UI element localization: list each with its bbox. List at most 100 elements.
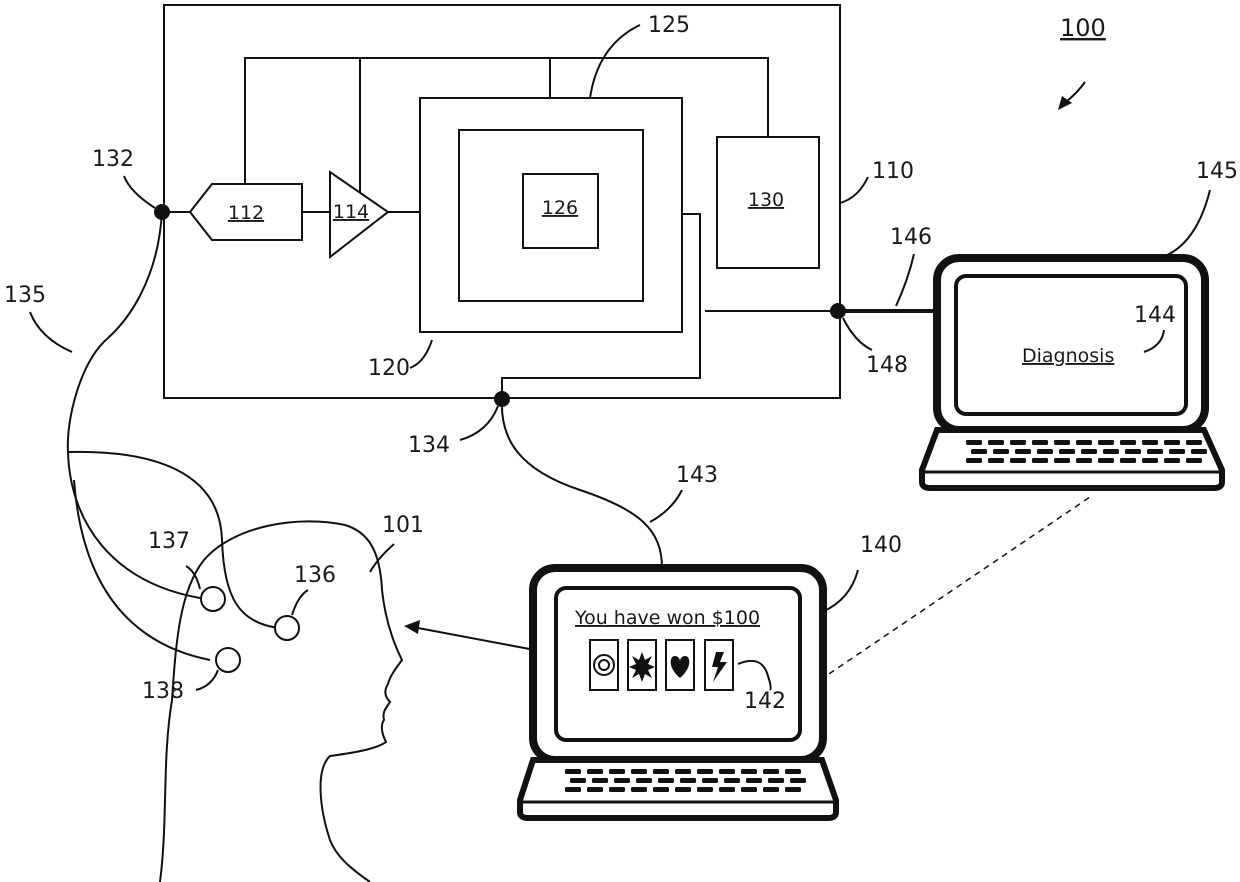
ref-134: 134 <box>408 433 450 458</box>
keyboard-key <box>790 778 806 783</box>
keyboard-key <box>1010 458 1026 463</box>
keyboard-key <box>592 778 608 783</box>
keyboard-key <box>988 440 1004 445</box>
keyboard-key <box>993 449 1009 454</box>
ref-136: 136 <box>294 563 336 588</box>
block-126-label: 126 <box>542 197 578 219</box>
block-130-label: 130 <box>748 189 784 211</box>
keyboard-key <box>1186 440 1202 445</box>
leader-134 <box>460 406 498 440</box>
ref-140: 140 <box>860 533 902 558</box>
keyboard-key <box>653 787 669 792</box>
leader-140 <box>822 570 858 612</box>
block-114-label: 114 <box>333 201 369 223</box>
keyboard-key <box>988 458 1004 463</box>
internal-bus <box>164 58 838 398</box>
keyboard-key <box>741 769 757 774</box>
electrode-137 <box>201 587 225 611</box>
keyboard-key <box>1037 449 1053 454</box>
keyboard-key <box>697 769 713 774</box>
keyboard-key <box>966 440 982 445</box>
block-leaders <box>410 25 868 368</box>
device-housing <box>164 5 840 398</box>
keyboard-key <box>653 769 669 774</box>
keyboard-key <box>966 458 982 463</box>
keyboard-key <box>675 769 691 774</box>
block-112-label: 112 <box>228 202 264 224</box>
laptop-140-keyboard <box>565 769 806 792</box>
keyboard-key <box>675 787 691 792</box>
keyboard-key <box>719 787 735 792</box>
wire-135 <box>68 212 278 660</box>
keyboard-key <box>724 778 740 783</box>
keyboard-key <box>741 787 757 792</box>
keyboard-key <box>587 769 603 774</box>
keyboard-key <box>1010 440 1026 445</box>
keyboard-key <box>1081 449 1097 454</box>
keyboard-key <box>1186 458 1202 463</box>
leader-148 <box>843 318 872 350</box>
keyboard-key <box>565 769 581 774</box>
keyboard-key <box>1054 458 1070 463</box>
keyboard-key <box>971 449 987 454</box>
keyboard-key <box>1059 449 1075 454</box>
leader-136 <box>292 590 308 615</box>
keyboard-key <box>1076 440 1092 445</box>
keyboard-key <box>1142 440 1158 445</box>
leader-143 <box>650 490 682 522</box>
ref-145: 145 <box>1196 159 1238 184</box>
keyboard-key <box>614 778 630 783</box>
keyboard-key <box>680 778 696 783</box>
ref-146: 146 <box>890 225 932 250</box>
keyboard-key <box>658 778 674 783</box>
keyboard-key <box>609 769 625 774</box>
keyboard-key <box>697 787 713 792</box>
stimulus-arrowhead <box>404 620 420 634</box>
keyboard-key <box>1142 458 1158 463</box>
figure-ref-arrow <box>1066 82 1085 102</box>
game-message: You have won $100 <box>574 607 760 629</box>
leader-145 <box>1160 190 1210 258</box>
ref-132: 132 <box>92 147 134 172</box>
keyboard-key <box>763 787 779 792</box>
diagnosis-text: Diagnosis <box>1022 345 1114 367</box>
keyboard-key <box>719 769 735 774</box>
ref-125: 125 <box>648 13 690 38</box>
ref-120: 120 <box>368 356 410 381</box>
keyboard-key <box>746 778 762 783</box>
wire-143 <box>502 399 662 568</box>
ref-142: 142 <box>744 689 786 714</box>
keyboard-key <box>702 778 718 783</box>
keyboard-key <box>1103 449 1119 454</box>
electrode-136 <box>275 616 299 640</box>
keyboard-key <box>1169 449 1185 454</box>
laptop-145 <box>922 258 1222 488</box>
keyboard-key <box>1076 458 1092 463</box>
leader-138 <box>196 670 218 690</box>
ref-144: 144 <box>1134 303 1176 328</box>
keyboard-key <box>1054 440 1070 445</box>
block-120: 126 <box>420 98 682 332</box>
keyboard-key <box>1164 458 1180 463</box>
ref-101: 101 <box>382 513 424 538</box>
keyboard-key <box>565 787 581 792</box>
keyboard-key <box>1120 458 1136 463</box>
keyboard-key <box>1164 440 1180 445</box>
keyboard-key <box>631 769 647 774</box>
keyboard-key <box>631 787 647 792</box>
electrode-138 <box>216 648 240 672</box>
leader-132 <box>124 176 155 208</box>
ref-137: 137 <box>148 529 190 554</box>
block-130: 130 <box>717 137 819 268</box>
laptop-145-keyboard <box>966 440 1207 463</box>
keyboard-key <box>1015 449 1031 454</box>
block-112: 112 <box>190 184 302 240</box>
ref-135: 135 <box>4 283 46 308</box>
keyboard-key <box>570 778 586 783</box>
keyboard-key <box>587 787 603 792</box>
keyboard-key <box>1191 449 1207 454</box>
keyboard-key <box>609 787 625 792</box>
keyboard-key <box>1098 458 1114 463</box>
